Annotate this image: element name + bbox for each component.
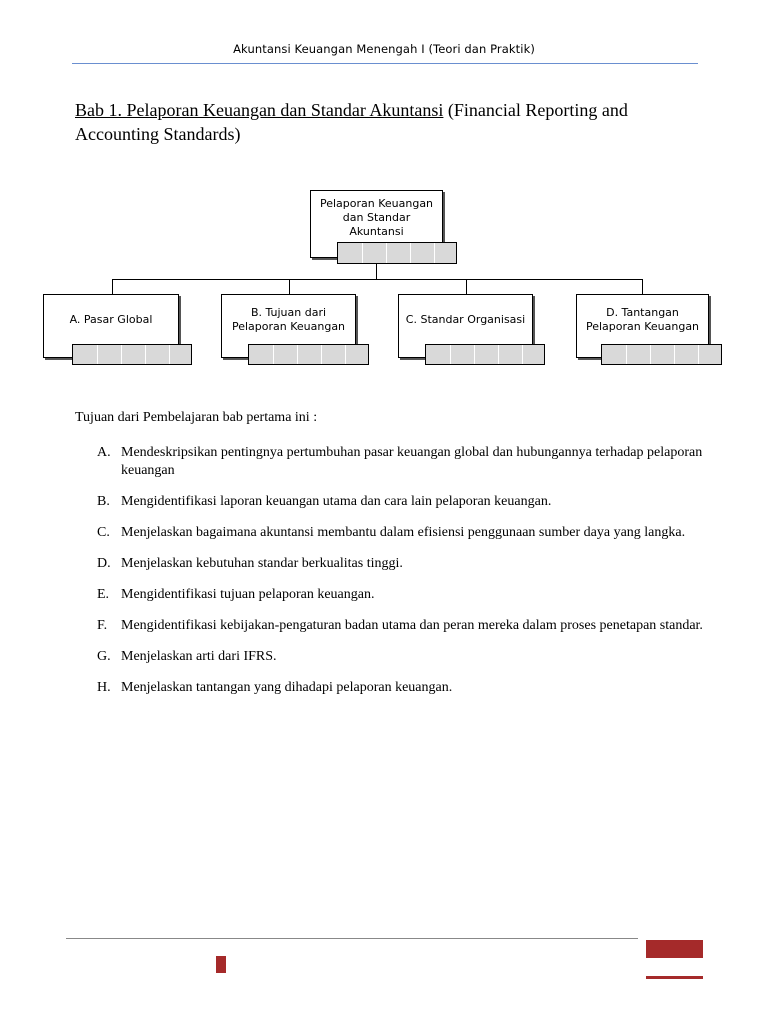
org-chart-child-b-tab xyxy=(248,344,369,365)
footer-accent-left xyxy=(216,956,226,973)
objective-item-a: A. Mendeskripsikan pentingnya pertumbuha… xyxy=(97,444,707,480)
org-chart-child-d: D. Tantangan Pelaporan Keuangan xyxy=(576,294,709,358)
objective-marker: H. xyxy=(97,680,111,695)
org-chart-root-tab xyxy=(337,242,457,264)
footer-accent-right-line xyxy=(646,976,703,979)
objective-marker: G. xyxy=(97,649,111,664)
objective-text: Mengidentifikasi tujuan pelaporan keuang… xyxy=(121,587,375,602)
objective-text: Mengidentifikasi laporan keuangan utama … xyxy=(121,494,552,509)
objective-text: Mengidentifikasi kebijakan-pengaturan ba… xyxy=(121,618,703,633)
objective-item-g: G. Menjelaskan arti dari IFRS. xyxy=(97,648,707,666)
objective-marker: F. xyxy=(97,618,108,633)
objectives-list: A. Mendeskripsikan pentingnya pertumbuha… xyxy=(97,444,707,710)
objective-marker: B. xyxy=(97,494,110,509)
objective-text: Mendeskripsikan pentingnya pertumbuhan p… xyxy=(121,445,703,478)
objective-item-f: F. Mengidentifikasi kebijakan-pengaturan… xyxy=(97,617,707,635)
objective-marker: A. xyxy=(97,445,111,460)
connector-root-down xyxy=(376,264,377,280)
header-rule xyxy=(72,63,698,64)
connector-child-d xyxy=(642,279,643,295)
objective-marker: C. xyxy=(97,525,110,540)
objective-item-e: E. Mengidentifikasi tujuan pelaporan keu… xyxy=(97,586,707,604)
footer-accent-right xyxy=(646,940,703,958)
connector-child-b xyxy=(289,279,290,295)
objective-item-h: H. Menjelaskan tantangan yang dihadapi p… xyxy=(97,679,707,697)
connector-child-c xyxy=(466,279,467,295)
footer-rule xyxy=(66,938,638,939)
objective-item-d: D. Menjelaskan kebutuhan standar berkual… xyxy=(97,555,707,573)
chapter-title-english: (Financial Reporting and Accounting Stan… xyxy=(75,100,628,144)
org-chart-child-c-tab xyxy=(425,344,545,365)
objective-text: Menjelaskan arti dari IFRS. xyxy=(121,649,277,664)
objective-text: Menjelaskan tantangan yang dihadapi pela… xyxy=(121,680,453,695)
chapter-title: Bab 1. Pelaporan Keuangan dan Standar Ak… xyxy=(75,98,705,146)
connector-child-a xyxy=(112,279,113,295)
objective-item-c: C. Menjelaskan bagaimana akuntansi memba… xyxy=(97,524,707,542)
objective-marker: E. xyxy=(97,587,110,602)
objective-text: Menjelaskan kebutuhan standar berkualita… xyxy=(121,556,403,571)
objective-text: Menjelaskan bagaimana akuntansi membantu… xyxy=(121,525,686,540)
objectives-intro: Tujuan dari Pembelajaran bab pertama ini… xyxy=(75,410,318,425)
objective-marker: D. xyxy=(97,556,111,571)
connector-horizontal xyxy=(112,279,643,280)
objective-item-b: B. Mengidentifikasi laporan keuangan uta… xyxy=(97,493,707,511)
chapter-title-underlined: Bab 1. Pelaporan Keuangan dan Standar Ak… xyxy=(75,100,444,120)
running-header: Akuntansi Keuangan Menengah I (Teori dan… xyxy=(233,42,535,56)
org-chart-child-d-tab xyxy=(601,344,722,365)
org-chart-child-a-tab xyxy=(72,344,192,365)
